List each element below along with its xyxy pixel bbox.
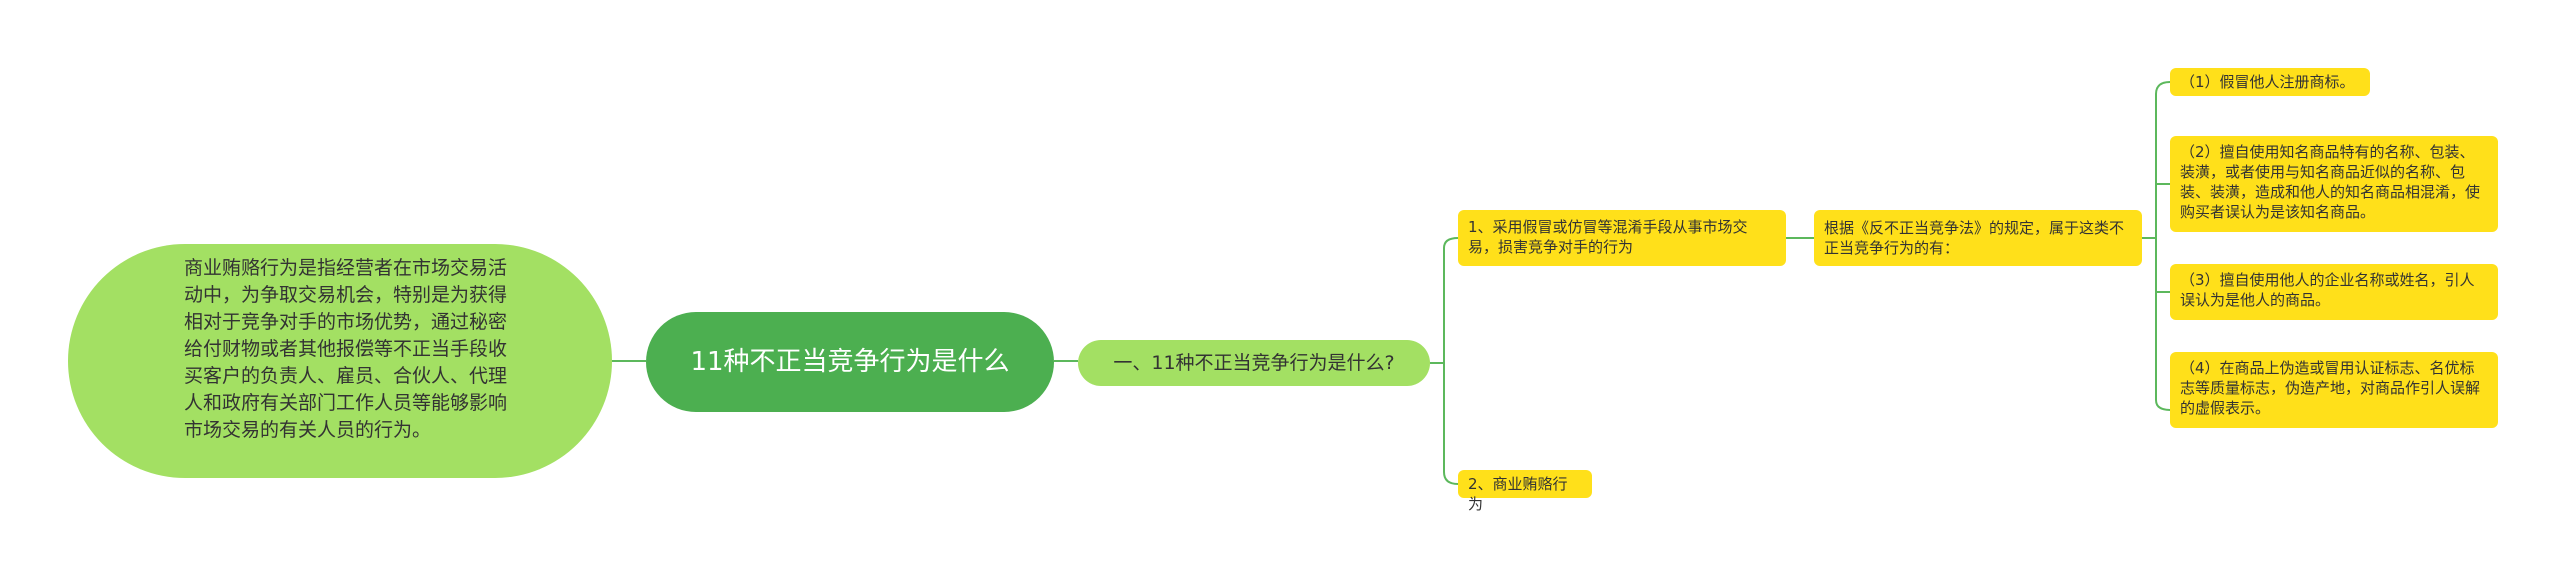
description-node[interactable]: 商业贿赂行为是指经营者在市场交易活动中，为争取交易机会，特别是为获得相对于竞争对… (68, 244, 612, 478)
question-node[interactable]: 一、11种不正当竞争行为是什么? (1078, 340, 1430, 386)
connector-question-answers (1430, 237, 1459, 485)
answer-node-1[interactable]: 1、采用假冒或仿冒等混淆手段从事市场交易，损害竞争对手的行为 (1458, 210, 1786, 266)
answer-node-2[interactable]: 2、商业贿赂行为 (1458, 470, 1592, 513)
law-note-node[interactable]: 根据《反不正当竞争法》的规定，属于这类不正当竞争行为的有： (1814, 210, 2142, 266)
leaf-node-1[interactable]: （1）假冒他人注册商标。 (2170, 68, 2370, 96)
leaf-node-4[interactable]: （4）在商品上伪造或冒用认证标志、名优标志等质量标志，伪造产地，对商品作引人误解… (2170, 352, 2498, 428)
connector-lawnote-leaves (2142, 81, 2171, 411)
root-topic-node[interactable]: 11种不正当竞争行为是什么 (646, 312, 1054, 412)
root-topic-label: 11种不正当竞争行为是什么 (690, 347, 1010, 377)
leaf-node-2[interactable]: （2）擅自使用知名商品特有的名称、包装、装潢，或者使用与知名商品近似的名称、包装… (2170, 136, 2498, 232)
leaf-node-3[interactable]: （3）擅自使用他人的企业名称或姓名，引人误认为是他人的商品。 (2170, 264, 2498, 320)
